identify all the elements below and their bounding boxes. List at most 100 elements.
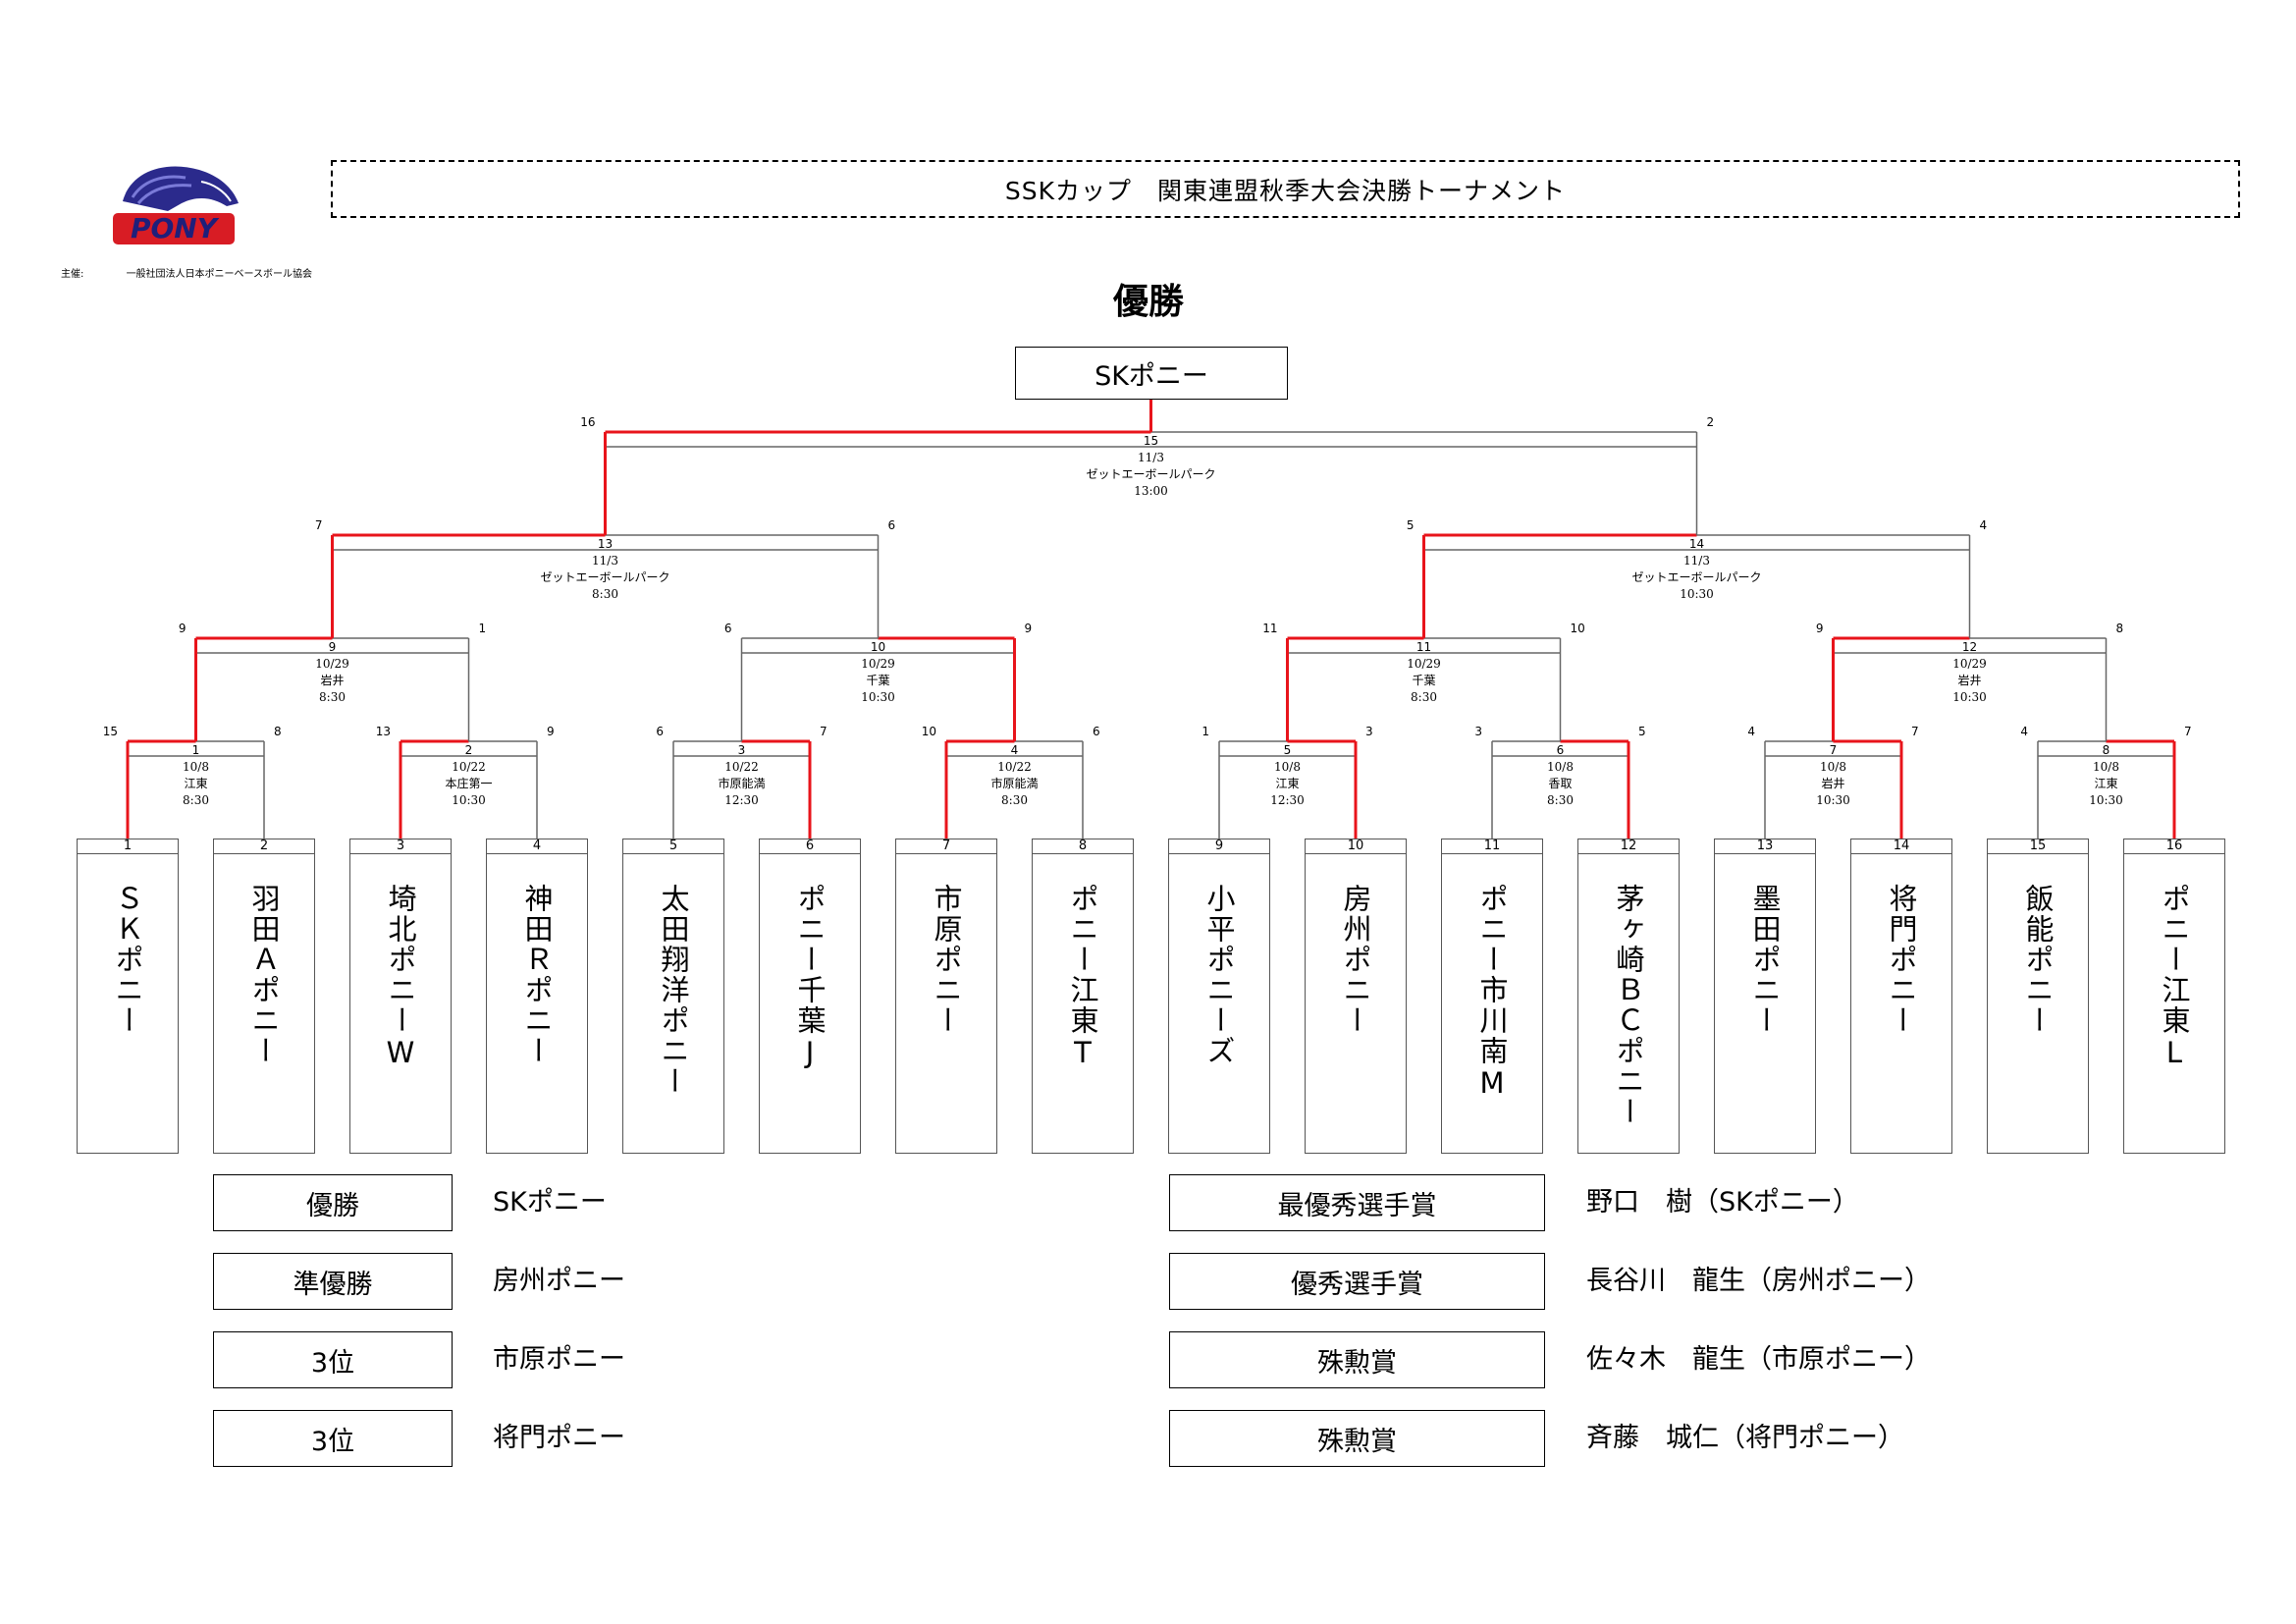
match-date: 11/3 xyxy=(1683,554,1710,568)
match-number: 6 xyxy=(1557,743,1565,757)
score-left: 4 xyxy=(1747,725,1755,738)
award-label: 優秀選手賞 xyxy=(1169,1253,1545,1310)
team-seed-number: 9 xyxy=(1169,839,1269,854)
score-left: 9 xyxy=(1816,622,1824,635)
match-time: 10:30 xyxy=(1952,690,1987,704)
score-right: 10 xyxy=(1571,622,1585,635)
score-right: 6 xyxy=(1093,725,1100,738)
team-box: 5 太田翔洋ポニー xyxy=(622,839,724,1154)
team-name: 将門ポニー xyxy=(1885,884,1918,1036)
team-seed-number: 14 xyxy=(1851,839,1951,854)
match-date: 11/3 xyxy=(1138,451,1164,464)
match-venue: ゼットエーボールパーク xyxy=(540,570,669,584)
score-left: 15 xyxy=(103,725,118,738)
match-number: 9 xyxy=(329,640,337,654)
team-seed-number: 16 xyxy=(2124,839,2224,854)
match-date: 10/29 xyxy=(1407,657,1441,671)
team-name: ＳＫポニー xyxy=(111,884,144,1036)
match-time: 8:30 xyxy=(319,690,346,704)
match-venue: 江東 xyxy=(1275,777,1299,790)
team-seed-number: 10 xyxy=(1306,839,1406,854)
score-right: 7 xyxy=(1911,725,1919,738)
team-name: 房州ポニー xyxy=(1339,884,1372,1036)
team-seed-number: 5 xyxy=(623,839,723,854)
match-date: 10/29 xyxy=(861,657,895,671)
award-label: 殊勲賞 xyxy=(1169,1410,1545,1467)
match-number: 12 xyxy=(1962,640,1977,654)
match-venue: 市原能満 xyxy=(990,776,1038,790)
team-name: 茅ヶ崎ＢＣポニー xyxy=(1612,884,1645,1127)
score-right: 3 xyxy=(1365,725,1373,738)
match-time: 13:00 xyxy=(1134,484,1168,498)
match-number: 11 xyxy=(1416,640,1431,654)
team-seed-number: 4 xyxy=(487,839,587,854)
match-time: 10:30 xyxy=(452,793,486,807)
score-left: 4 xyxy=(2020,725,2028,738)
match-time: 10:30 xyxy=(861,690,895,704)
team-name: 太田翔洋ポニー xyxy=(657,884,690,1097)
award-winner: 長谷川 龍生（房州ポニー） xyxy=(1586,1266,1931,1296)
match-time: 8:30 xyxy=(1411,690,1437,704)
award-winner: 佐々木 龍生（市原ポニー） xyxy=(1586,1344,1931,1375)
result-team: 市原ポニー xyxy=(493,1344,625,1375)
match-date: 11/3 xyxy=(592,554,618,568)
result-team: SKポニー xyxy=(493,1187,607,1218)
team-seed-number: 2 xyxy=(214,839,314,854)
score-left: 7 xyxy=(315,518,323,532)
team-seed-number: 13 xyxy=(1715,839,1815,854)
team-name: 小平ポニーズ xyxy=(1202,884,1236,1066)
award-label: 殊勲賞 xyxy=(1169,1331,1545,1388)
team-box: 10 房州ポニー xyxy=(1305,839,1407,1154)
match-time: 8:30 xyxy=(183,793,209,807)
score-right: 8 xyxy=(2116,622,2124,635)
score-right: 6 xyxy=(888,518,896,532)
team-name: ポニー市川南M xyxy=(1475,884,1509,1102)
score-right: 8 xyxy=(274,725,282,738)
organizer: 主催: 一般社団法人日本ポニーベースボール協会 xyxy=(61,265,351,280)
match-venue: 岩井 xyxy=(1957,673,1981,687)
match-time: 8:30 xyxy=(592,587,618,601)
team-name: 埼北ポニーW xyxy=(384,884,417,1071)
score-right: 7 xyxy=(2184,725,2192,738)
score-left: 16 xyxy=(580,415,595,429)
result-label: 優勝 xyxy=(213,1174,453,1231)
match-number: 7 xyxy=(1830,743,1838,757)
match-date: 10/22 xyxy=(997,760,1032,774)
team-box: 14 将門ポニー xyxy=(1850,839,1952,1154)
match-venue: ゼットエーボールパーク xyxy=(1086,467,1215,481)
result-label: 3位 xyxy=(213,1331,453,1388)
score-right: 9 xyxy=(1025,622,1033,635)
match-number: 5 xyxy=(1284,743,1292,757)
team-seed-number: 12 xyxy=(1578,839,1679,854)
score-left: 9 xyxy=(179,622,187,635)
score-right: 2 xyxy=(1707,415,1715,429)
team-name: 飯能ポニー xyxy=(2021,884,2055,1036)
score-right: 9 xyxy=(547,725,555,738)
match-number: 3 xyxy=(738,743,746,757)
match-time: 10:30 xyxy=(1680,587,1714,601)
team-name: 墨田ポニー xyxy=(1748,884,1782,1036)
team-seed-number: 11 xyxy=(1442,839,1542,854)
team-name: ポニー江東T xyxy=(1066,884,1099,1071)
match-number: 4 xyxy=(1011,743,1019,757)
result-team: 将門ポニー xyxy=(493,1423,625,1453)
match-number: 10 xyxy=(871,640,885,654)
match-number: 2 xyxy=(465,743,473,757)
match-venue: 香取 xyxy=(1548,777,1572,790)
team-seed-number: 7 xyxy=(896,839,996,854)
organizer-label: 主催: xyxy=(61,269,84,280)
score-right: 5 xyxy=(1638,725,1646,738)
team-name: 市原ポニー xyxy=(930,884,963,1036)
team-box: 12 茅ヶ崎ＢＣポニー xyxy=(1577,839,1680,1154)
award-winner: 野口 樹（SKポニー） xyxy=(1586,1187,1859,1218)
result-team: 房州ポニー xyxy=(493,1266,625,1296)
match-venue: 市原能満 xyxy=(718,776,765,790)
match-date: 10/8 xyxy=(1820,760,1846,774)
result-label: 準優勝 xyxy=(213,1253,453,1310)
score-left: 11 xyxy=(1262,622,1277,635)
